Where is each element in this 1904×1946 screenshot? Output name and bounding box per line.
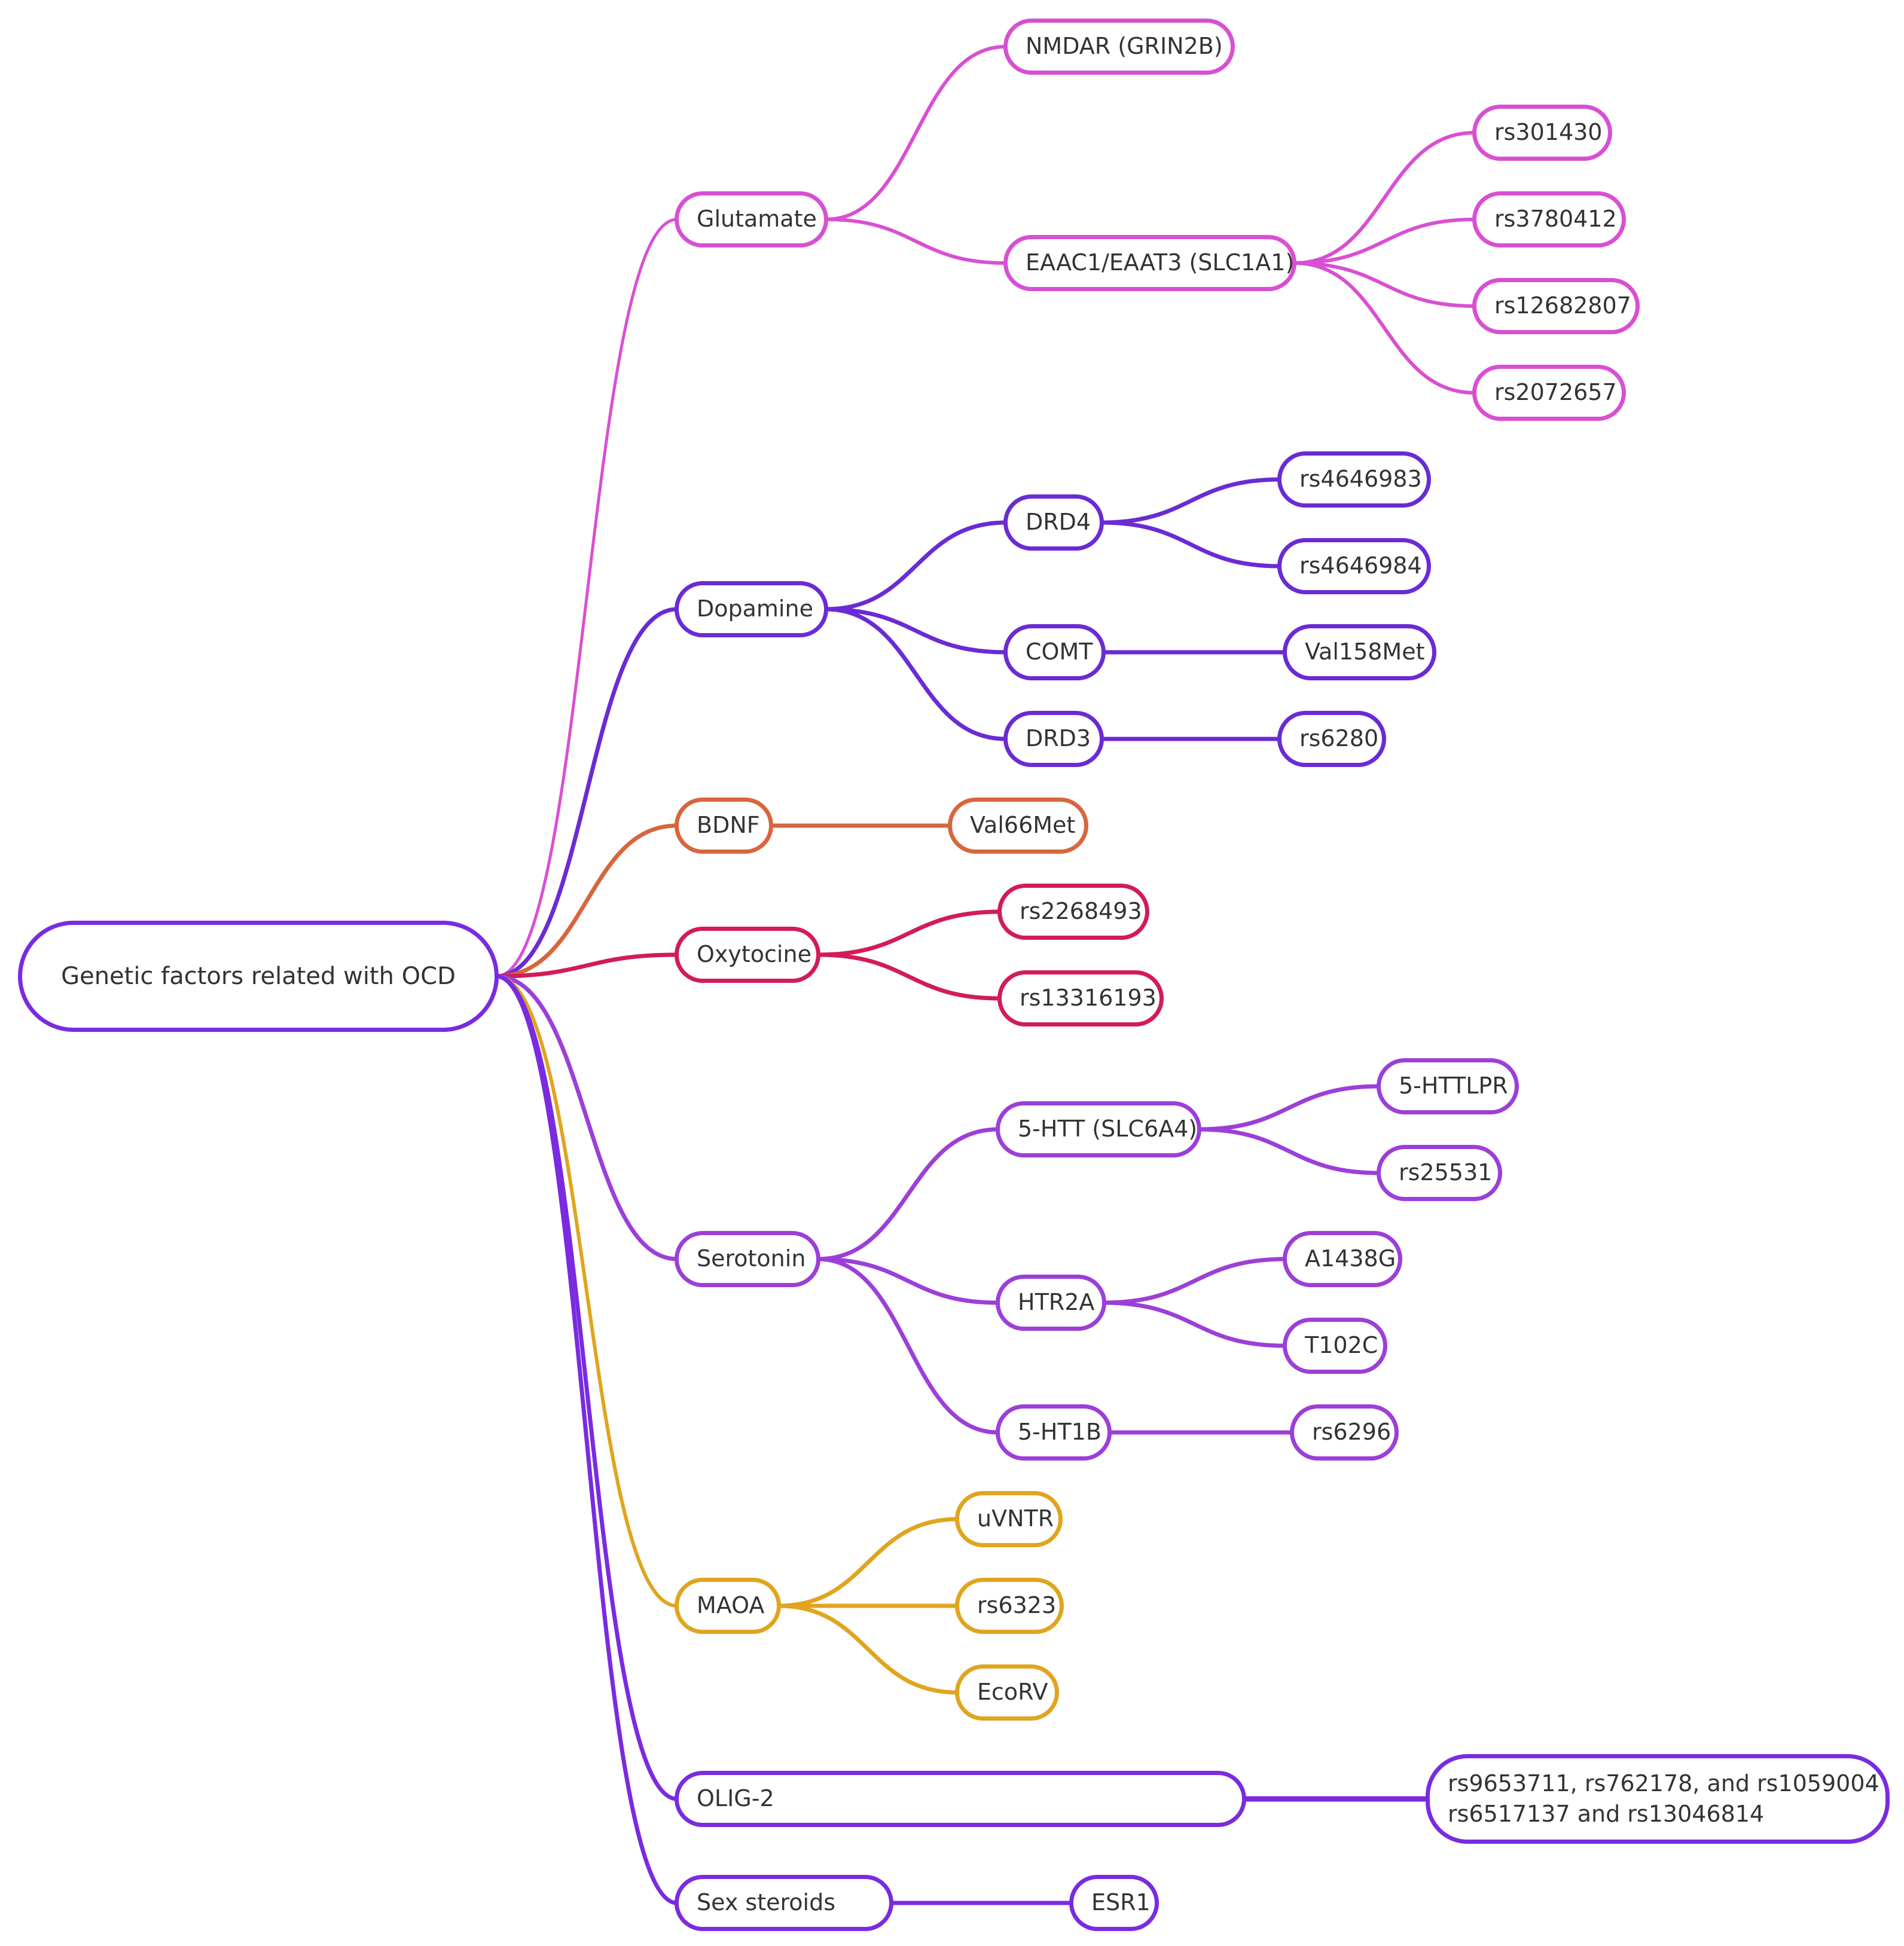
rs6323-node[interactable]: rs6323 [955, 1578, 1064, 1634]
5-htt-slc6a4-node[interactable]: 5-HTT (SLC6A4) [996, 1101, 1201, 1157]
rs301430-node[interactable]: rs301430 [1472, 105, 1612, 161]
rs4646984-node[interactable]: rs4646984 [1277, 538, 1431, 594]
rs3780412-node[interactable]: rs3780412 [1472, 191, 1626, 248]
olig2-snps-node[interactable]: rs9653711, rs762178, and rs1059004 rs651… [1426, 1754, 1890, 1844]
sex-steroids-node[interactable]: Sex steroids [675, 1875, 893, 1931]
connector-eaac1-eaat3-to-rs2072657 [1292, 261, 1476, 395]
connector-5-htt-slc6a4-to-rs25531 [1197, 1127, 1381, 1175]
ecorv-node[interactable]: EcoRV [955, 1664, 1059, 1721]
connector-serotonin-to-5-htt-slc6a4 [816, 1127, 1000, 1261]
rs25531-node[interactable]: rs25531 [1377, 1145, 1502, 1201]
connector-drd4-to-rs4646984 [1099, 520, 1282, 569]
bdnf-node[interactable]: BDNF [675, 798, 773, 854]
connector-serotonin-to-5-ht1b [816, 1257, 1000, 1435]
oxytocine-node[interactable]: Oxytocine [675, 927, 820, 983]
esr1-node[interactable]: ESR1 [1069, 1875, 1159, 1931]
root-node[interactable]: Genetic factors related with OCD [18, 921, 499, 1032]
connector-root-to-sex-steroids [494, 974, 679, 1905]
connector-root-to-serotonin [494, 974, 679, 1261]
serotonin-node[interactable]: Serotonin [675, 1231, 820, 1287]
connector-root-to-dopamine [494, 607, 679, 979]
t102c-node[interactable]: T102C [1283, 1318, 1387, 1374]
connector-root-to-bdnf [494, 823, 679, 979]
5-httlpr-node[interactable]: 5-HTTLPR [1377, 1058, 1519, 1114]
htr2a-node[interactable]: HTR2A [996, 1275, 1106, 1331]
eaac1-eaat3-node[interactable]: EAAC1/EAAT3 (SLC1A1) [1003, 235, 1296, 291]
connector-htr2a-to-a1438g [1101, 1257, 1287, 1305]
val66met-node[interactable]: Val66Met [948, 798, 1088, 854]
connector-root-to-maoa [495, 974, 679, 1608]
rs13316193-node[interactable]: rs13316193 [997, 970, 1164, 1027]
connector-maoa-to-uvntr [776, 1517, 960, 1608]
rs6296-node[interactable]: rs6296 [1290, 1404, 1399, 1461]
rs2268493-node[interactable]: rs2268493 [997, 884, 1149, 940]
olig2-node[interactable]: OLIG-2 [675, 1771, 1246, 1827]
connector-glutamate-to-nmdar-grin2b [824, 45, 1008, 221]
5-ht1b-node[interactable]: 5-HT1B [996, 1404, 1112, 1461]
nmdar-grin2b-node[interactable]: NMDAR (GRIN2B) [1003, 19, 1235, 75]
connector-root-to-olig2 [494, 974, 679, 1801]
connector-root-to-oxytocine [494, 952, 679, 979]
connector-dopamine-to-comt [823, 607, 1008, 655]
rs4646983-node[interactable]: rs4646983 [1277, 451, 1431, 508]
glutamate-node[interactable]: Glutamate [675, 191, 828, 248]
connector-eaac1-eaat3-to-rs12682807 [1292, 261, 1476, 308]
connector-oxytocine-to-rs2268493 [816, 909, 1002, 957]
connector-htr2a-to-t102c [1101, 1300, 1287, 1348]
connector-serotonin-to-htr2a [816, 1257, 1000, 1305]
uvntr-node[interactable]: uVNTR [955, 1491, 1063, 1547]
connector-drd4-to-rs4646983 [1099, 477, 1282, 525]
connector-dopamine-to-drd3 [823, 607, 1008, 741]
olig2-snps-line1: rs9653711, rs762178, and rs1059004 [1448, 1770, 1879, 1797]
connector-root-to-glutamate [495, 218, 679, 978]
rs12682807-node[interactable]: rs12682807 [1472, 278, 1640, 334]
a1438g-node[interactable]: A1438G [1283, 1231, 1402, 1287]
connector-5-htt-slc6a4-to-5-httlpr [1197, 1084, 1381, 1132]
connector-eaac1-eaat3-to-rs3780412 [1292, 218, 1476, 265]
comt-node[interactable]: COMT [1003, 624, 1106, 680]
drd3-node[interactable]: DRD3 [1003, 711, 1104, 767]
rs6280-node[interactable]: rs6280 [1277, 711, 1386, 767]
dopamine-node[interactable]: Dopamine [675, 581, 828, 637]
connector-dopamine-to-drd4 [823, 520, 1008, 612]
rs2072657-node[interactable]: rs2072657 [1472, 365, 1626, 421]
connector-oxytocine-to-rs13316193 [816, 952, 1002, 1001]
drd4-node[interactable]: DRD4 [1003, 494, 1104, 551]
maoa-node[interactable]: MAOA [675, 1578, 781, 1634]
olig2-snps-line2: rs6517137 and rs13046814 [1448, 1801, 1765, 1827]
val158met-node[interactable]: Val158Met [1283, 624, 1436, 680]
connector-glutamate-to-eaac1-eaat3 [824, 218, 1008, 265]
connector-maoa-to-ecorv [776, 1603, 960, 1695]
connector-eaac1-eaat3-to-rs301430 [1292, 131, 1476, 265]
